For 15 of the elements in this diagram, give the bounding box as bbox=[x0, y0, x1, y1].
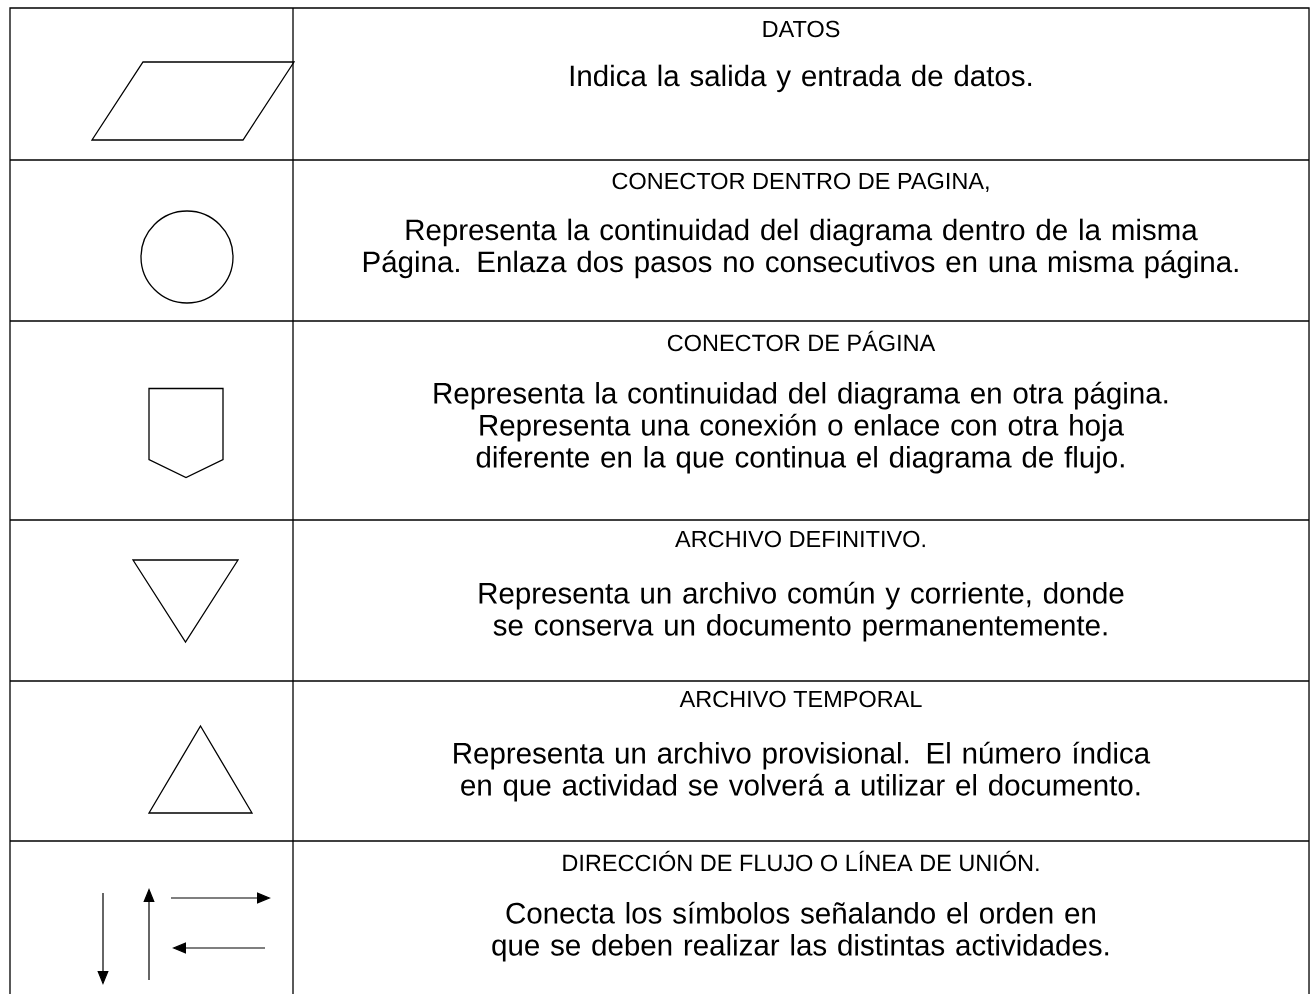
circle-symbol bbox=[140, 210, 234, 304]
symbol-title: DIRECCIÓN DE FLUJO O LÍNEA DE UNIÓN. bbox=[563, 850, 1039, 872]
symbol-title: ARCHIVO TEMPORAL bbox=[679, 690, 922, 708]
symbol-description: Representa un archivo provisional. El número índica en que actividad se volverá a utilizar el documento. bbox=[454, 741, 1151, 802]
symbol-description: Representa la continuidad del diagrama en otra página. bbox=[434, 381, 1168, 410]
symbol-title: DATOS bbox=[763, 20, 840, 38]
symbol-description: Representa una conexión o enlace con otra hoja diferente en la que continua el diagrama de flujo. bbox=[476, 413, 1124, 474]
symbol-description: Indica la salida y entrada de datos. bbox=[570, 64, 1032, 93]
symbol-description: Representa un archivo común y corriente, donde se conserva un documento permanentemente. bbox=[479, 581, 1124, 642]
symbol-title: ARCHIVO DEFINITIVO. bbox=[675, 530, 925, 548]
symbol-title: CONECTOR DENTRO DE PAGINA, bbox=[612, 172, 989, 193]
symbol-description: Representa la continuidad del diagrama dentro de la misma Página. Enlaza dos pasos no consecutivos en una misma página. bbox=[363, 218, 1238, 279]
symbol-description: Conecta los símbolos señalando el orden en que se deben realizar las distintas actividades. bbox=[492, 901, 1109, 962]
symbol-title: CONECTOR DE PÁGINA bbox=[667, 330, 936, 352]
pentagon-symbol bbox=[148, 387, 224, 479]
